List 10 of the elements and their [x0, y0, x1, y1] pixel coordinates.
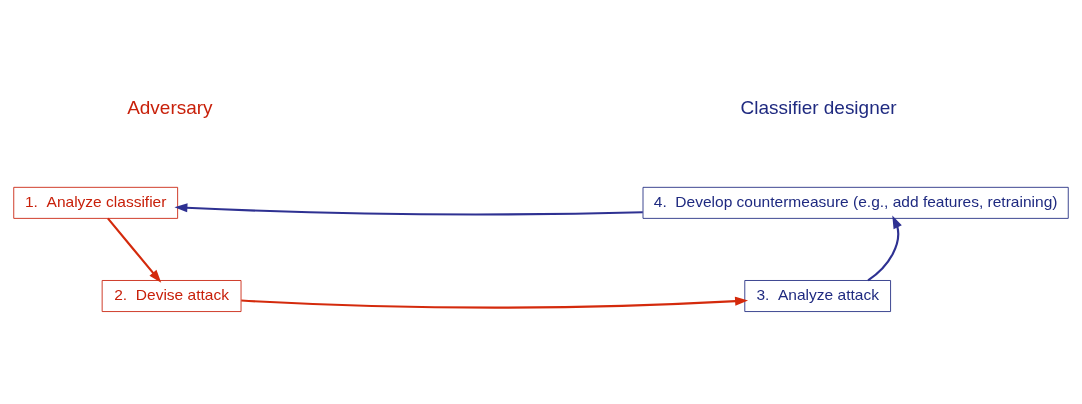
node-box: 2. Devise attack — [101, 280, 242, 312]
label: Classifier designer — [740, 96, 897, 118]
node-box: 3. Analyze attack — [744, 280, 891, 312]
label: Adversary — [127, 96, 213, 118]
arrow — [867, 215, 902, 282]
arrow — [174, 203, 643, 216]
node-box: 1. Analyze classifier — [13, 186, 179, 219]
arrow — [107, 217, 162, 283]
arrow — [241, 296, 749, 309]
node-box: 4. Develop countermeasure (e.g., add features, retraining) — [642, 186, 1069, 219]
